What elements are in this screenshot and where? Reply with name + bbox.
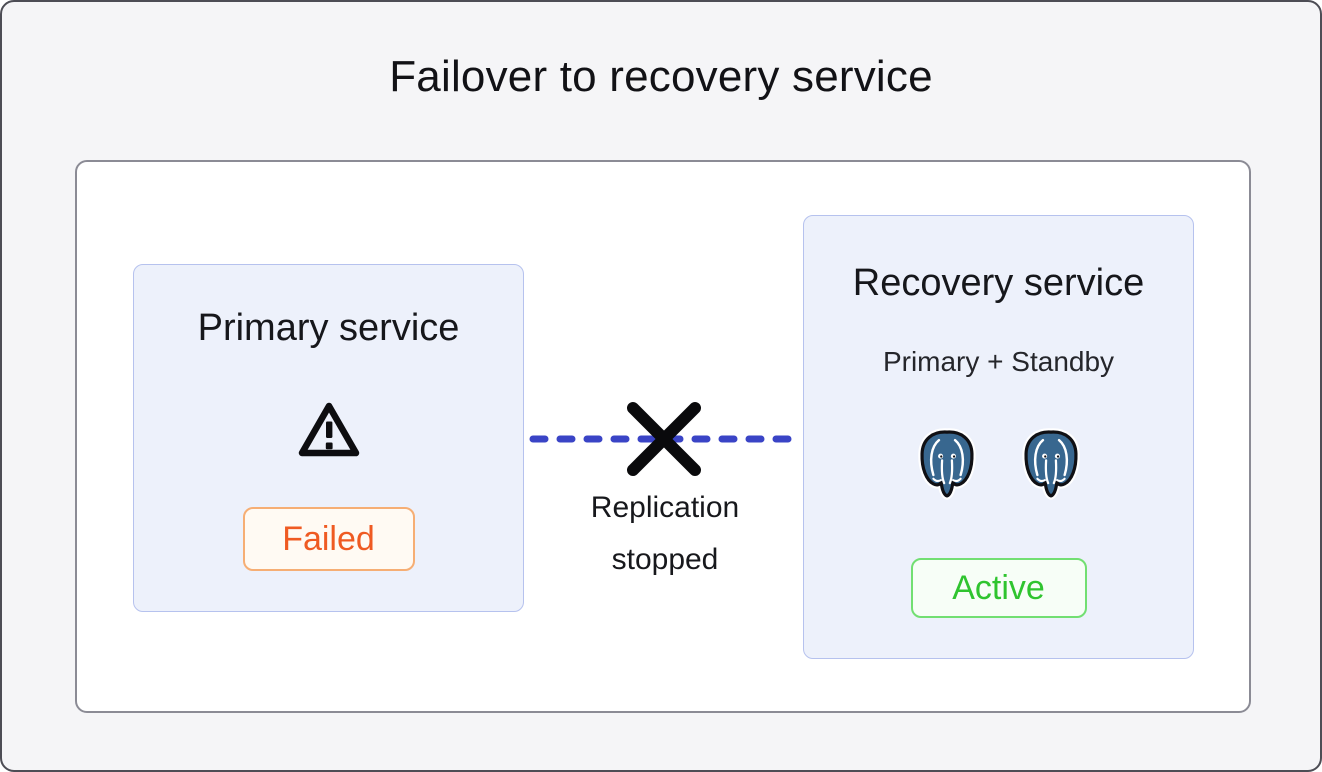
failed-status-badge: Failed <box>242 507 415 571</box>
postgres-instances-row <box>804 428 1193 504</box>
primary-service-title: Primary service <box>197 307 460 349</box>
diagram-canvas: Primary service Failed Replication stop <box>75 160 1251 713</box>
recovery-service-subtitle: Primary + Standby <box>882 346 1115 377</box>
warning-triangle-icon <box>296 399 362 461</box>
active-status-badge: Active <box>910 558 1087 618</box>
postgresql-elephant-icon <box>915 428 979 504</box>
x-cross-icon <box>621 396 707 482</box>
recovery-service-title: Recovery service <box>852 262 1145 304</box>
replication-stopped-label: Replication stopped <box>590 491 740 576</box>
page-title: Failover to recovery service <box>389 52 933 101</box>
recovery-service-card: Recovery service Primary + Standby Activ… <box>803 215 1194 659</box>
primary-service-card: Primary service Failed <box>133 264 524 612</box>
postgresql-elephant-icon <box>1019 428 1083 504</box>
